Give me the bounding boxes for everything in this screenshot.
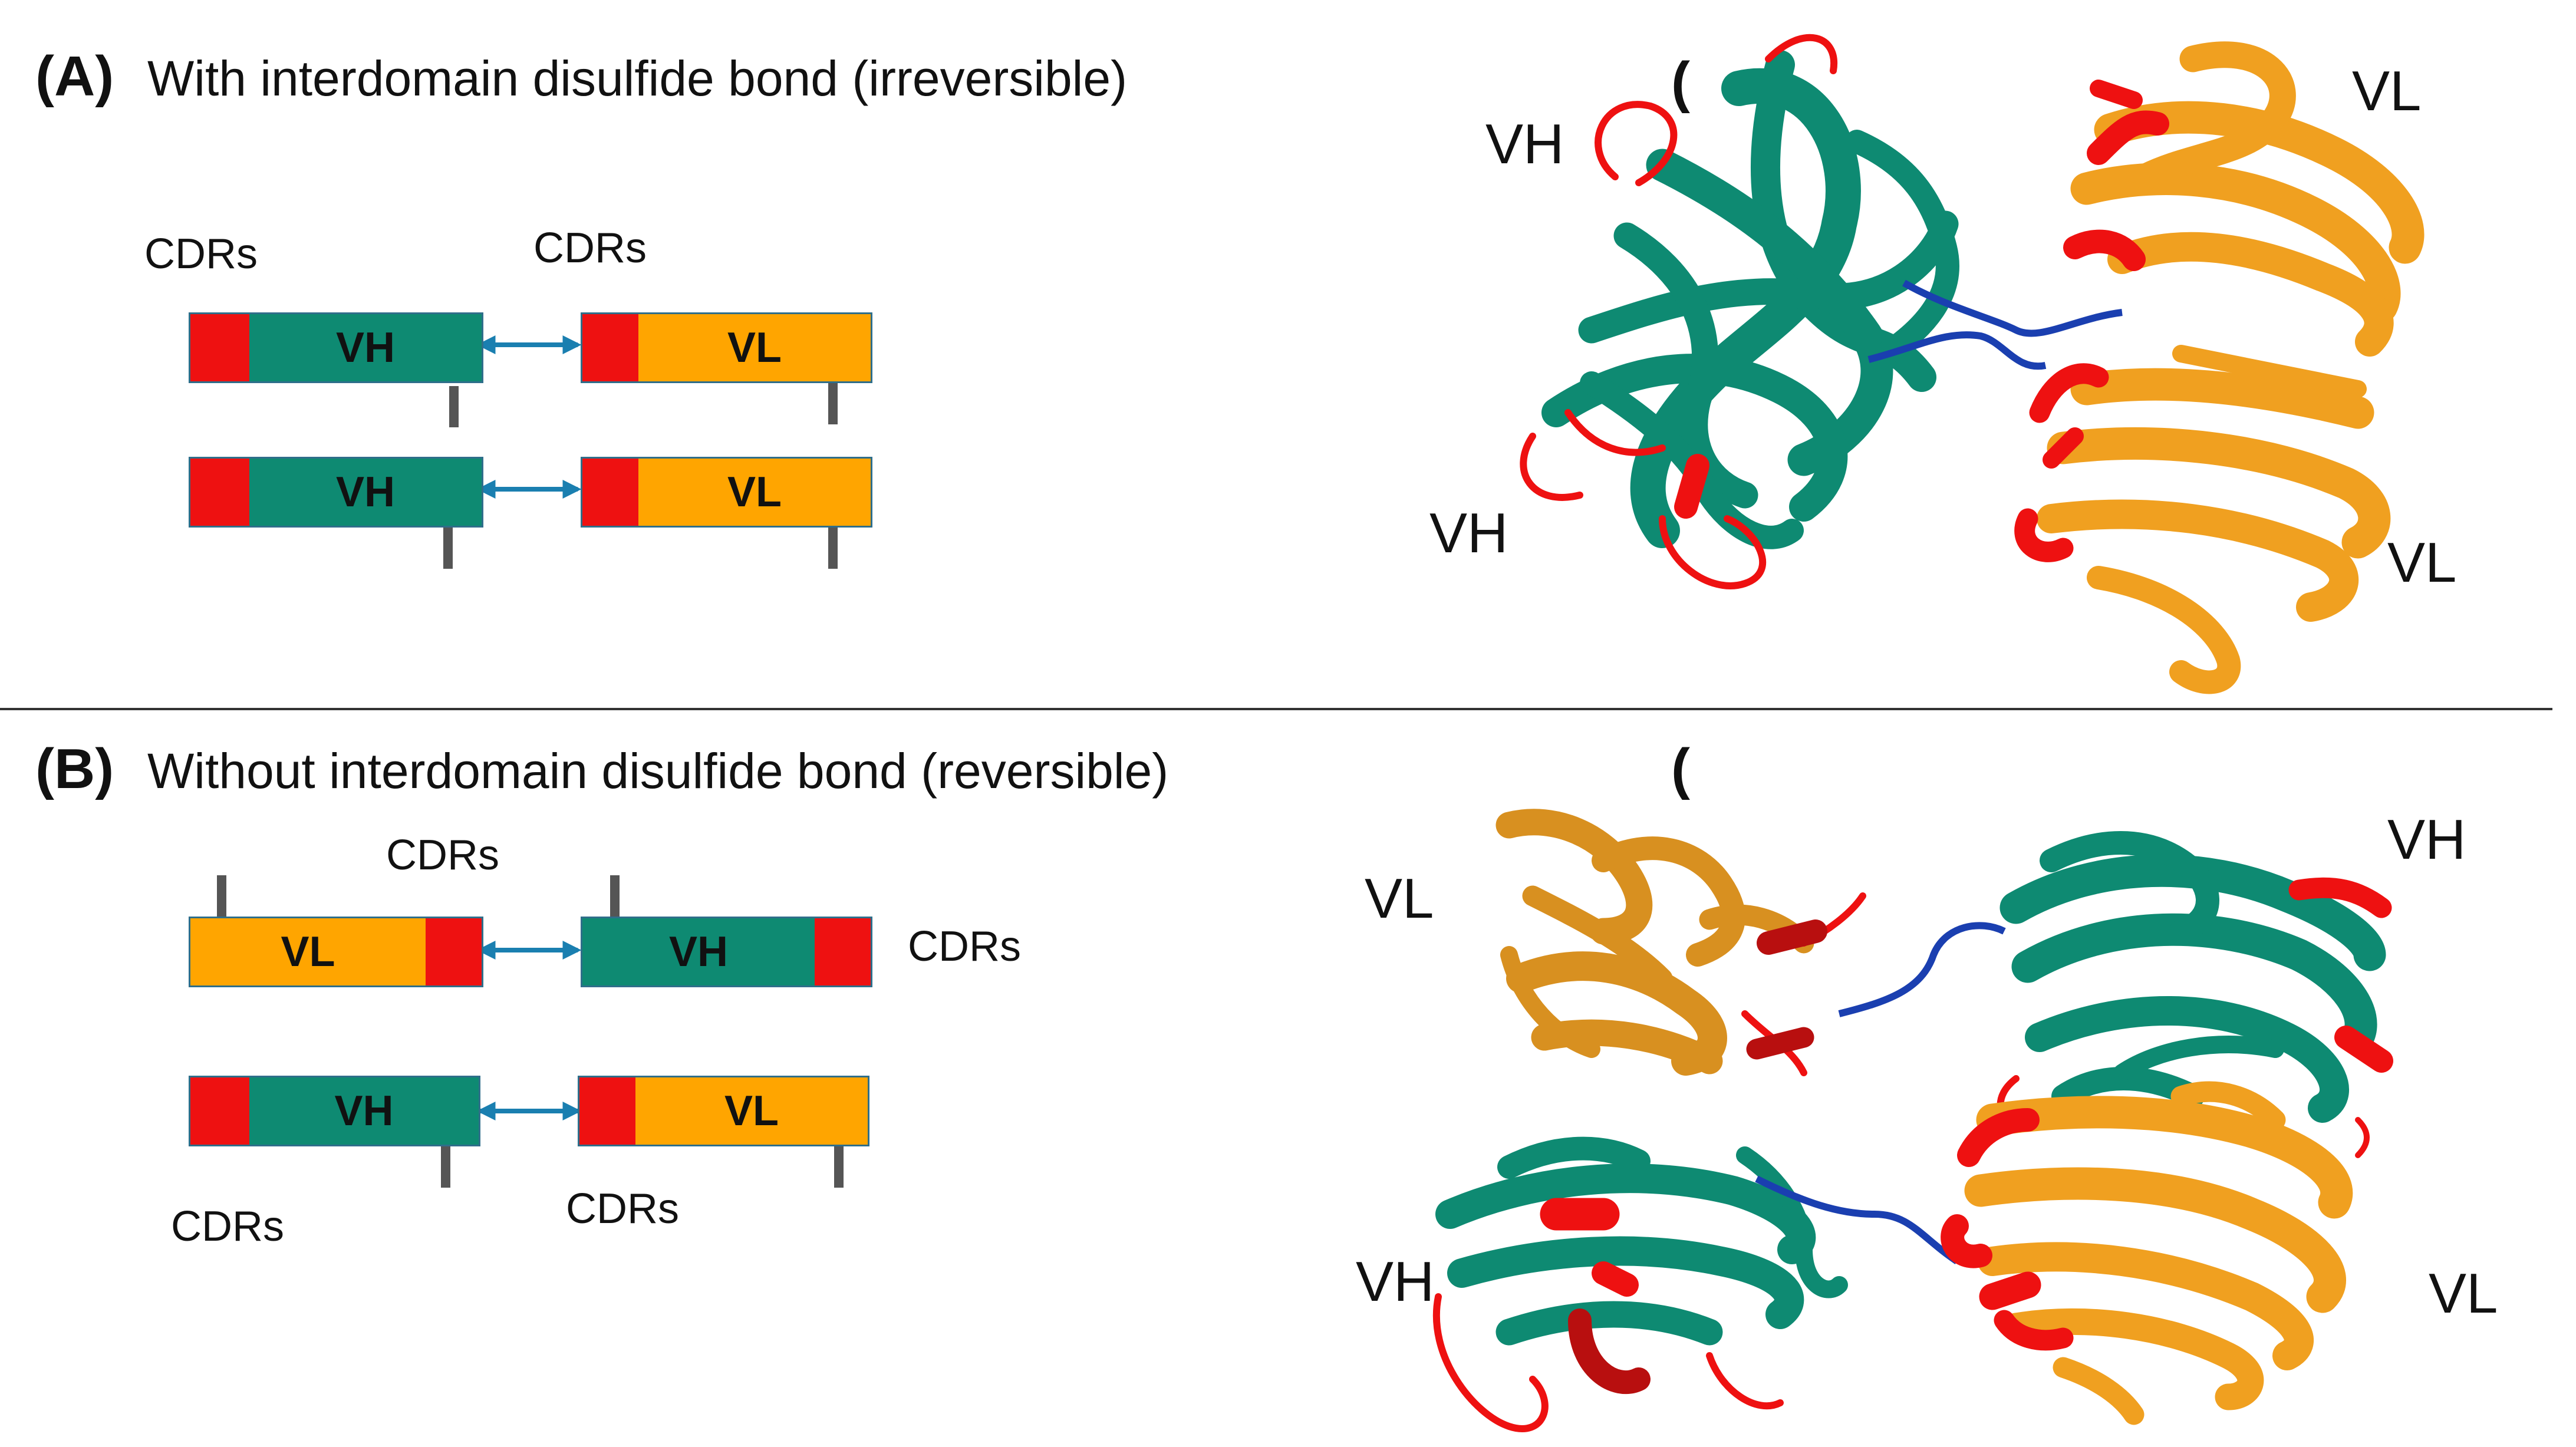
cysteine-tick bbox=[828, 528, 838, 569]
structure-b-vh2-ribbon bbox=[1432, 1136, 1848, 1432]
panel-a-row2-left-domain: VH bbox=[189, 457, 483, 528]
cysteine-tick bbox=[834, 1146, 844, 1188]
struct-b-label-vl-bottom: VL bbox=[2429, 1262, 2498, 1325]
structure-a-vh-ribbon bbox=[1520, 34, 1959, 589]
cdr-segment bbox=[582, 314, 638, 381]
structure-a-linker bbox=[1902, 279, 2123, 337]
struct-b-label-vl-top: VL bbox=[1365, 867, 1434, 930]
cdr-segment bbox=[582, 459, 638, 526]
vl-domain-label: VL bbox=[638, 459, 871, 526]
vh-domain-label: VH bbox=[249, 314, 482, 381]
vl-domain-label: VL bbox=[635, 1077, 868, 1145]
cdr-segment bbox=[426, 918, 482, 985]
structure-b-vh-ribbon bbox=[1997, 831, 2393, 1158]
cysteine-tick bbox=[441, 1146, 450, 1188]
structure-b-linker-2 bbox=[1755, 1175, 1959, 1264]
cysteine-tick bbox=[443, 528, 453, 569]
cysteine-tick bbox=[828, 383, 838, 424]
struct-a-label-vh-bottom: VH bbox=[1429, 502, 1508, 565]
vl-domain-label: VL bbox=[638, 314, 871, 381]
structure-a-vl-ribbon bbox=[2014, 41, 2425, 694]
panel-b-row1-left-domain: VL bbox=[189, 917, 483, 987]
struct-a-paren: ( bbox=[1671, 51, 1690, 114]
cdr-label-b-right: CDRs bbox=[908, 923, 1021, 970]
structure-a-linker-2 bbox=[1867, 331, 2047, 370]
cysteine-tick bbox=[610, 875, 620, 917]
cdr-segment bbox=[579, 1077, 635, 1145]
panel-a-row2-right-domain: VL bbox=[581, 457, 872, 528]
panel-b-letter: (B) bbox=[35, 737, 114, 800]
struct-b-label-vh-bottom: VH bbox=[1356, 1250, 1435, 1313]
struct-a-label-vl-top: VL bbox=[2352, 60, 2422, 123]
cdr-segment bbox=[190, 1077, 249, 1145]
structure-b-vl2-ribbon bbox=[1941, 1081, 2353, 1425]
panel-a-letter: (A) bbox=[35, 45, 114, 108]
panel-b-title: Without interdomain disulfide bond (reve… bbox=[147, 743, 1169, 799]
cdr-label-b-top: CDRs bbox=[386, 832, 499, 879]
panel-a-row1-right-domain: VL bbox=[581, 312, 872, 383]
panel-b-row2-right-domain: VL bbox=[578, 1076, 869, 1146]
cdr-segment bbox=[815, 918, 871, 985]
cdr-label-a-right: CDRs bbox=[533, 225, 647, 272]
cysteine-tick bbox=[217, 875, 226, 917]
struct-b-paren: ( bbox=[1671, 737, 1690, 800]
cdr-segment bbox=[190, 314, 249, 381]
vl-domain-label: VL bbox=[190, 918, 426, 985]
vh-domain-label: VH bbox=[249, 1077, 479, 1145]
struct-a-label-vl-bottom: VL bbox=[2387, 531, 2457, 594]
vh-domain-label: VH bbox=[249, 459, 482, 526]
cdr-segment bbox=[190, 459, 249, 526]
panel-b-row2-left-domain: VH bbox=[189, 1076, 480, 1146]
vh-domain-label: VH bbox=[582, 918, 815, 985]
cdr-label-b-bottom-left: CDRs bbox=[171, 1203, 284, 1250]
panel-a-row1-left-domain: VH bbox=[189, 312, 483, 383]
panel-a-title: With interdomain disulfide bond (irrever… bbox=[147, 51, 1128, 106]
cdr-label-a-left: CDRs bbox=[144, 230, 258, 278]
struct-a-label-vh-top: VH bbox=[1485, 113, 1564, 176]
cdr-label-b-bottom-right: CDRs bbox=[566, 1185, 679, 1232]
panel-b-row1-right-domain: VH bbox=[581, 917, 872, 987]
structure-b-vl-ribbon bbox=[1495, 809, 1866, 1076]
struct-b-label-vh-top: VH bbox=[2387, 808, 2466, 871]
structure-b-linker bbox=[1838, 922, 2006, 1017]
cysteine-tick bbox=[449, 386, 459, 427]
